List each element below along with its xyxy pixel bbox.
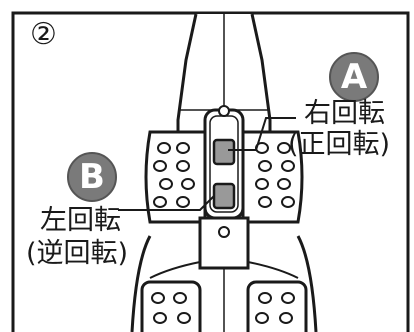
lower-body <box>130 235 318 332</box>
label-reverse-rotation: (逆回転) <box>26 238 129 269</box>
leader-line-a <box>228 117 296 151</box>
neck-block <box>198 216 250 270</box>
badge-b: B <box>67 152 117 202</box>
lower-left-pad <box>140 280 202 332</box>
switch-button-a <box>212 138 236 166</box>
badge-a: A <box>329 52 379 102</box>
leader-line-b <box>118 195 215 211</box>
switch-button-b <box>212 182 236 210</box>
step-number: ② <box>30 17 57 52</box>
right-grip-pad <box>241 130 304 224</box>
label-left-rotation: 左回転 <box>40 205 121 236</box>
frame-border <box>11 11 410 332</box>
label-forward-rotation: (正回転) <box>288 129 391 160</box>
label-right-rotation: 右回転 <box>304 98 385 129</box>
left-grip-pad <box>144 130 207 224</box>
lower-right-pad <box>246 280 308 332</box>
